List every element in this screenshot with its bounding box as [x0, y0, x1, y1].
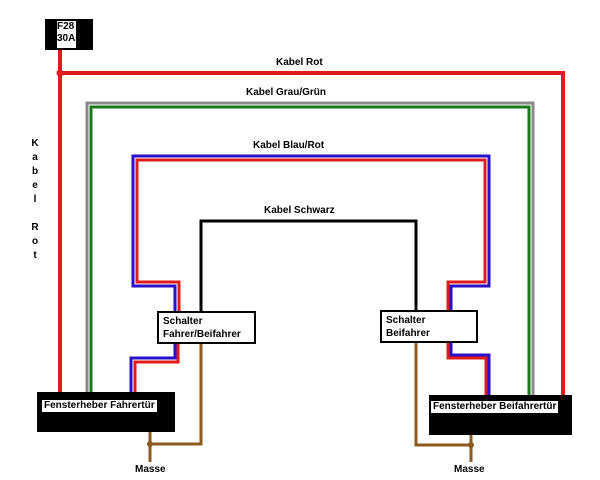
- wire-red-right-lower: [446, 342, 488, 398]
- switch-passenger: Schalter Beifahrer: [380, 310, 478, 343]
- letter: a: [32, 152, 38, 163]
- label-cable-grey-green: Kabel Grau/Grün: [246, 87, 327, 98]
- letter: o: [31, 236, 39, 247]
- wire-red-upper: [135, 158, 487, 313]
- motor-driver-door: Fensterheber Fahrertür: [37, 392, 175, 432]
- letter: K: [31, 138, 39, 149]
- wire-red-left-lower: [133, 342, 180, 395]
- fuse-label: F28 30A: [57, 21, 76, 48]
- fuse-f28: F28 30A: [45, 19, 93, 50]
- wire-green: [89, 105, 531, 395]
- label-ground-right: Masse: [454, 464, 485, 475]
- letter: b: [31, 166, 39, 177]
- wire-brown-right: [414, 342, 471, 447]
- wire-blue-left: [129, 342, 177, 395]
- wire-blue-upper: [131, 154, 491, 313]
- motor-driver-label: Fensterheber Fahrertür: [42, 400, 157, 412]
- letter: t: [33, 250, 37, 261]
- label-vertical-cable-red: K a b e l R o t: [30, 137, 40, 263]
- switch-driver-line1: Schalter: [163, 316, 203, 327]
- label-cable-red: Kabel Rot: [276, 57, 323, 68]
- label-ground-left: Masse: [135, 464, 166, 475]
- switch-passenger-line2: Beifahrer: [386, 328, 430, 339]
- wire-red-top: [60, 71, 565, 395]
- fuse-rating: 30A: [57, 33, 76, 44]
- switch-driver-line2: Fahrer/Beifahrer: [163, 329, 241, 340]
- ground-junction-left: [147, 441, 153, 447]
- wire-brown-left: [150, 342, 203, 446]
- letter-gap: [30, 207, 40, 221]
- letter: R: [31, 222, 39, 233]
- wire-grey: [85, 101, 535, 395]
- letter: e: [32, 180, 38, 191]
- ground-junction-right: [468, 442, 474, 448]
- switch-passenger-line1: Schalter: [386, 315, 426, 326]
- label-cable-black: Kabel Schwarz: [264, 205, 335, 216]
- label-cable-blue-red: Kabel Blau/Rot: [253, 140, 325, 151]
- wire-black: [199, 219, 418, 313]
- motor-passenger-door: Fensterheber Beifahrertür: [429, 395, 572, 435]
- switch-driver: Schalter Fahrer/Beifahrer: [157, 311, 256, 344]
- motor-passenger-label: Fensterheber Beifahrertür: [431, 401, 559, 413]
- fuse-id: F28: [57, 21, 75, 32]
- letter: l: [33, 194, 37, 205]
- junction-dot: [56, 69, 64, 77]
- wire-blue-right: [449, 342, 491, 398]
